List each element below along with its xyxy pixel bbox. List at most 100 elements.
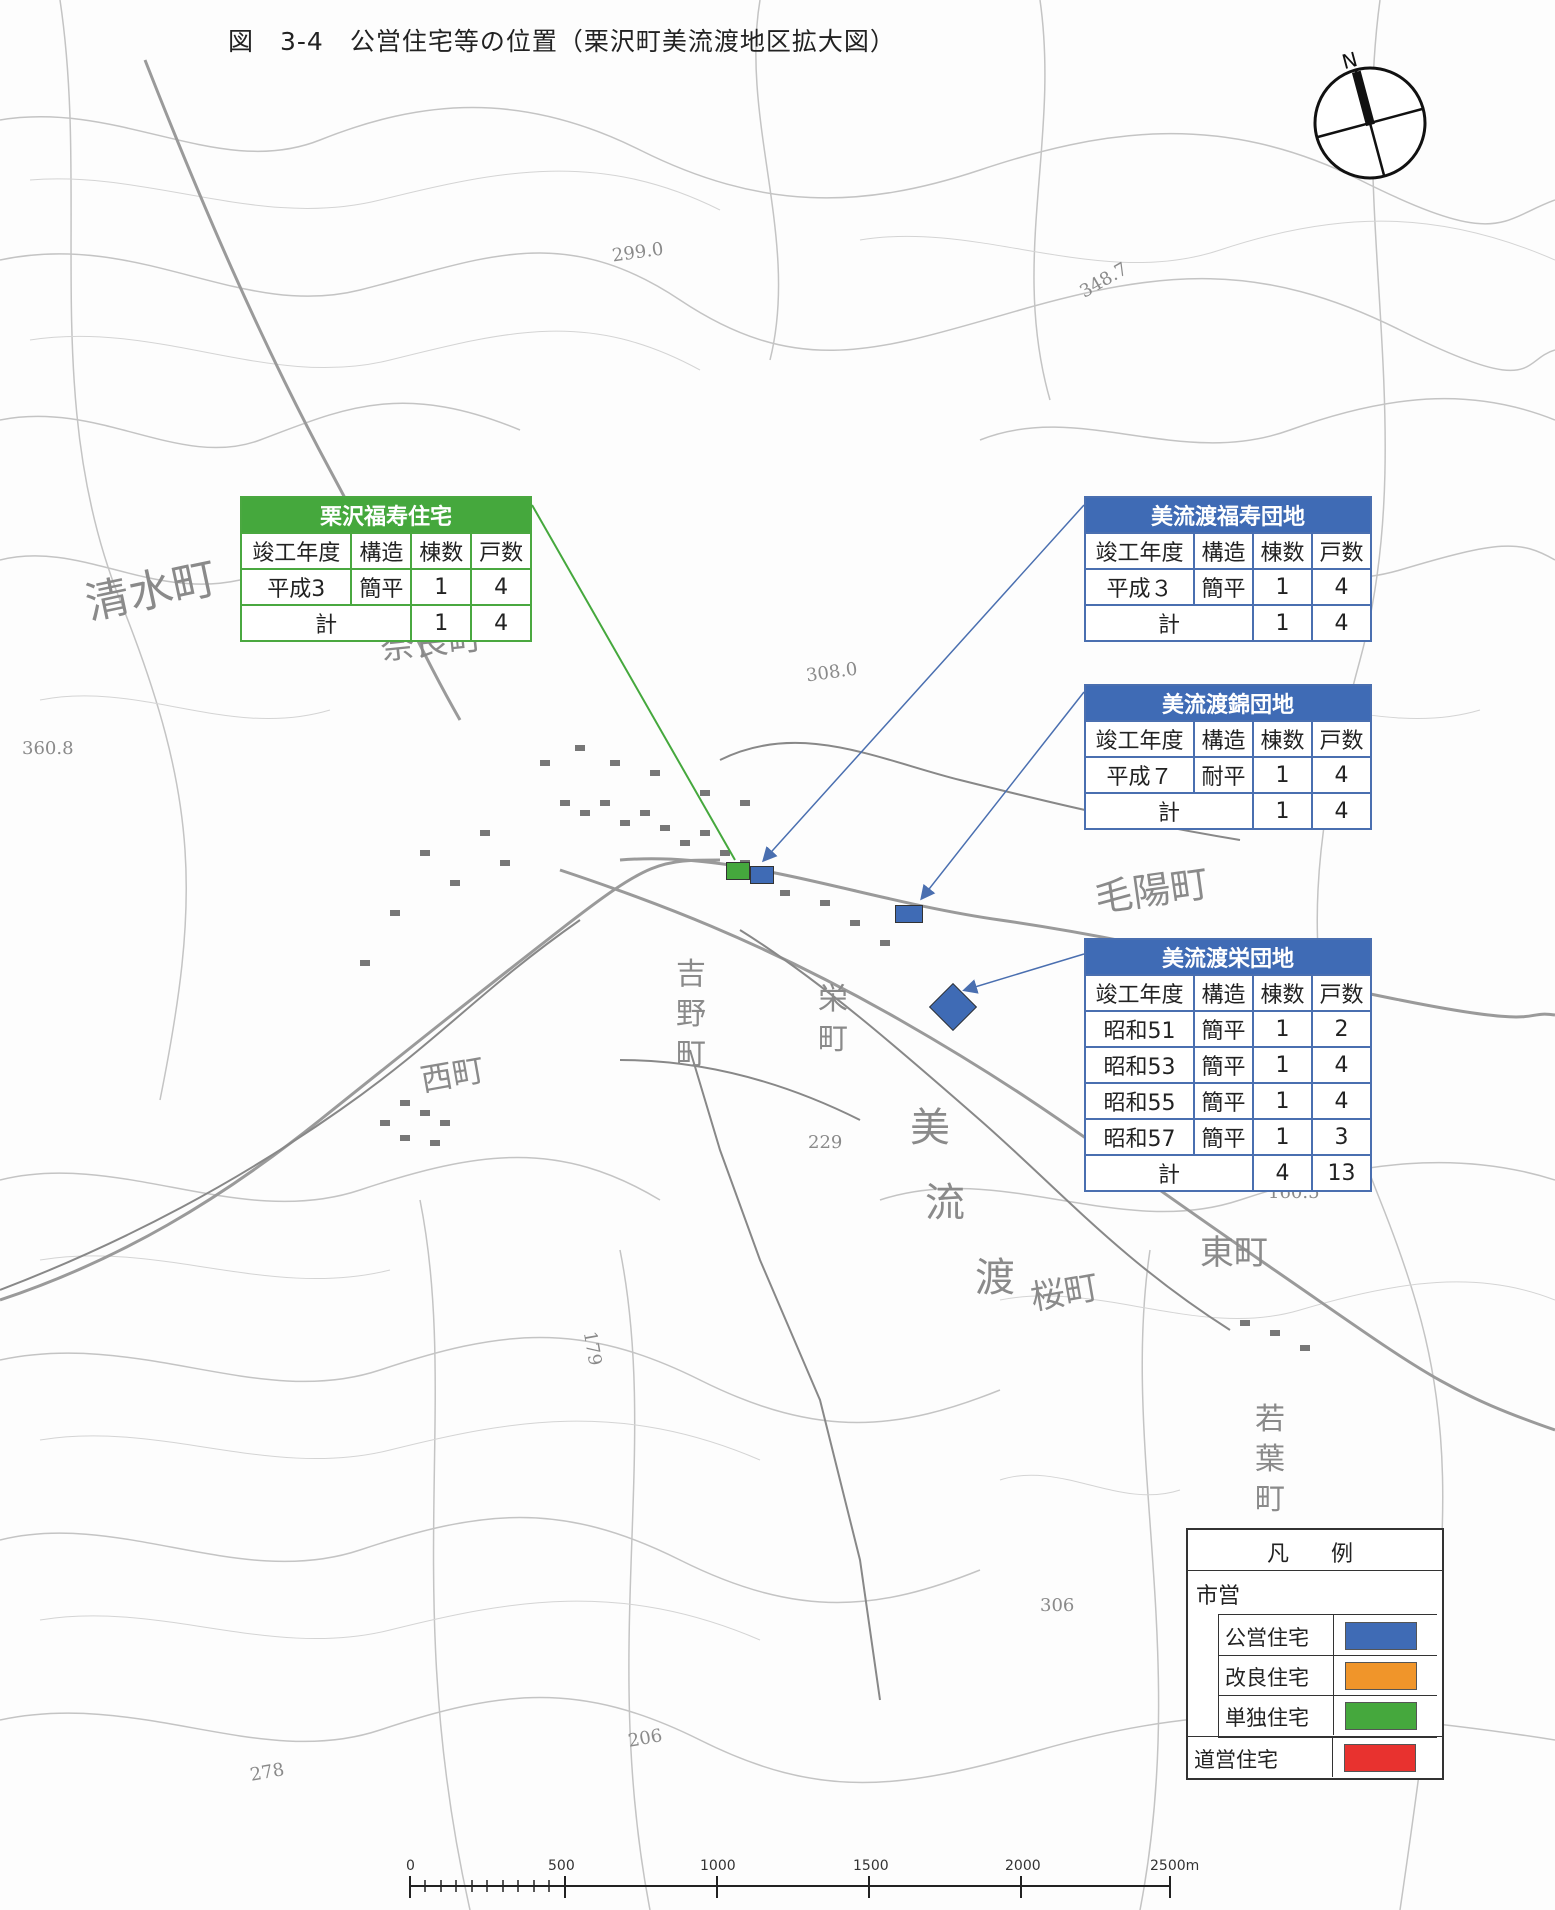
cell-buildings: 1 [1251, 568, 1313, 606]
place-label-wata: 渡 [975, 1255, 1015, 1301]
table-row: 昭和53 簡平 1 4 [1084, 1046, 1373, 1084]
place-label-mi: 美 [910, 1105, 950, 1151]
legend-subgroup: 公営住宅 改良住宅 単独住宅 [1218, 1614, 1437, 1738]
figure-title: 図 3-4 公営住宅等の位置（栗沢町美流渡地区拡大図） [228, 27, 896, 56]
cell-year: 昭和51 [1084, 1010, 1195, 1048]
legend-swatch-single [1345, 1702, 1417, 1730]
legend-item-public: 公営住宅 [1219, 1615, 1437, 1656]
col-header: 棟数 [410, 532, 473, 570]
table-row: 昭和57 簡平 1 3 [1084, 1118, 1373, 1156]
compass-icon: N [1313, 47, 1427, 180]
total-units: 4 [1310, 792, 1373, 830]
scale-label-2000: 2000 [1005, 1858, 1041, 1874]
total-buildings: 1 [1251, 604, 1313, 642]
table-mirudo-sakae: 美流渡栄団地 竣工年度 構造 棟数 戸数 昭和51 簡平 1 2 昭和53 簡平… [1084, 938, 1373, 1192]
cell-structure: 耐平 [1192, 756, 1254, 794]
cell-year: 昭和55 [1084, 1082, 1195, 1120]
total-buildings: 4 [1251, 1154, 1313, 1192]
place-label-higashi: 東町 [1200, 1233, 1268, 1273]
col-header: 構造 [1192, 974, 1254, 1012]
cell-units: 3 [1310, 1118, 1373, 1156]
marker-mirudo-fukuju[interactable] [750, 866, 774, 884]
cell-units: 4 [1310, 756, 1373, 794]
cell-units: 4 [1310, 1046, 1373, 1084]
total-row: 計 1 4 [1084, 604, 1373, 642]
compass-north-label: N [1339, 47, 1360, 74]
total-row: 計 1 4 [239, 604, 532, 642]
scale-bar [409, 1876, 1171, 1898]
cell-units: 4 [1310, 1082, 1373, 1120]
total-label: 計 [1084, 604, 1254, 642]
total-buildings: 1 [410, 604, 473, 642]
col-header: 竣工年度 [1084, 974, 1195, 1012]
cell-year: 昭和53 [1084, 1046, 1195, 1084]
legend-item-improved: 改良住宅 [1219, 1655, 1437, 1696]
col-header: 構造 [1192, 532, 1254, 570]
table-title: 美流渡栄団地 [1084, 938, 1372, 976]
total-buildings: 1 [1251, 792, 1313, 830]
legend-label: 道営住宅 [1194, 1748, 1278, 1772]
place-label-wakaba: 若葉町 [1255, 1402, 1285, 1517]
col-header: 戸数 [470, 532, 532, 570]
legend-title: 凡 例 [1266, 1542, 1363, 1567]
legend-label: 改良住宅 [1225, 1666, 1309, 1690]
cell-buildings: 1 [1251, 1082, 1313, 1120]
table-row: 平成3 簡平 1 4 [239, 568, 532, 606]
marker-kurisawa-fukuju[interactable] [726, 862, 750, 880]
cell-buildings: 1 [410, 568, 473, 606]
legend-label: 単独住宅 [1225, 1706, 1309, 1730]
scale-label-2500: 2500m [1150, 1858, 1200, 1874]
total-row: 計 1 4 [1084, 792, 1373, 830]
col-header: 棟数 [1251, 532, 1313, 570]
col-header: 構造 [350, 532, 413, 570]
legend-swatch-prefectural [1344, 1744, 1416, 1772]
cell-structure: 簡平 [1192, 568, 1254, 606]
total-row: 計 4 13 [1084, 1154, 1373, 1192]
total-units: 13 [1310, 1154, 1373, 1192]
place-label-ru: 流 [925, 1180, 965, 1226]
total-label: 計 [1084, 792, 1254, 830]
place-label-yoshino: 吉野町 [676, 957, 706, 1072]
col-header: 戸数 [1310, 974, 1373, 1012]
legend-item-single: 単独住宅 [1219, 1695, 1437, 1735]
cell-year: 昭和57 [1084, 1118, 1195, 1156]
cell-structure: 簡平 [1192, 1010, 1254, 1048]
col-header: 戸数 [1310, 720, 1373, 758]
col-header: 竣工年度 [1084, 720, 1195, 758]
cell-buildings: 1 [1251, 756, 1313, 794]
cell-units: 4 [1310, 568, 1373, 606]
cell-buildings: 1 [1251, 1118, 1313, 1156]
table-title: 美流渡福寿団地 [1084, 496, 1372, 534]
scale-label-1500: 1500 [853, 1858, 889, 1874]
col-header: 竣工年度 [1084, 532, 1195, 570]
elevation-label: 306 [1040, 1595, 1075, 1616]
elevation-label: 360.8 [22, 738, 74, 759]
table-mirudo-fukuju: 美流渡福寿団地 竣工年度 構造 棟数 戸数 平成３ 簡平 1 4 計 1 4 [1084, 496, 1373, 642]
total-units: 4 [1310, 604, 1373, 642]
cell-structure: 簡平 [1192, 1118, 1254, 1156]
scale-label-1000: 1000 [700, 1858, 736, 1874]
total-label: 計 [239, 604, 413, 642]
marker-mirudo-nishiki[interactable] [895, 905, 923, 923]
legend-swatch-improved [1345, 1662, 1417, 1690]
table-row: 平成７ 耐平 1 4 [1084, 756, 1373, 794]
map-legend: 凡 例 市営 公営住宅 改良住宅 単独住宅 道営住宅 [1186, 1528, 1444, 1780]
cell-structure: 簡平 [350, 568, 413, 606]
table-row: 昭和55 簡平 1 4 [1084, 1082, 1373, 1120]
scale-label-0: 0 [406, 1858, 415, 1874]
cell-buildings: 1 [1251, 1046, 1313, 1084]
table-title: 栗沢福寿住宅 [240, 496, 532, 534]
place-label-sakae: 栄町 [818, 982, 848, 1057]
cell-units: 4 [470, 568, 532, 606]
cell-structure: 簡平 [1192, 1082, 1254, 1120]
table-mirudo-nishiki: 美流渡錦団地 竣工年度 構造 棟数 戸数 平成７ 耐平 1 4 計 1 4 [1084, 684, 1373, 830]
total-label: 計 [1084, 1154, 1254, 1192]
total-units: 4 [470, 604, 532, 642]
cell-structure: 簡平 [1192, 1046, 1254, 1084]
legend-swatch-public [1345, 1622, 1417, 1650]
elevation-label: 229 [808, 1132, 843, 1153]
legend-label: 公営住宅 [1225, 1626, 1309, 1650]
table-row: 平成３ 簡平 1 4 [1084, 568, 1373, 606]
col-header: 棟数 [1251, 974, 1313, 1012]
cell-year: 平成７ [1084, 756, 1195, 794]
